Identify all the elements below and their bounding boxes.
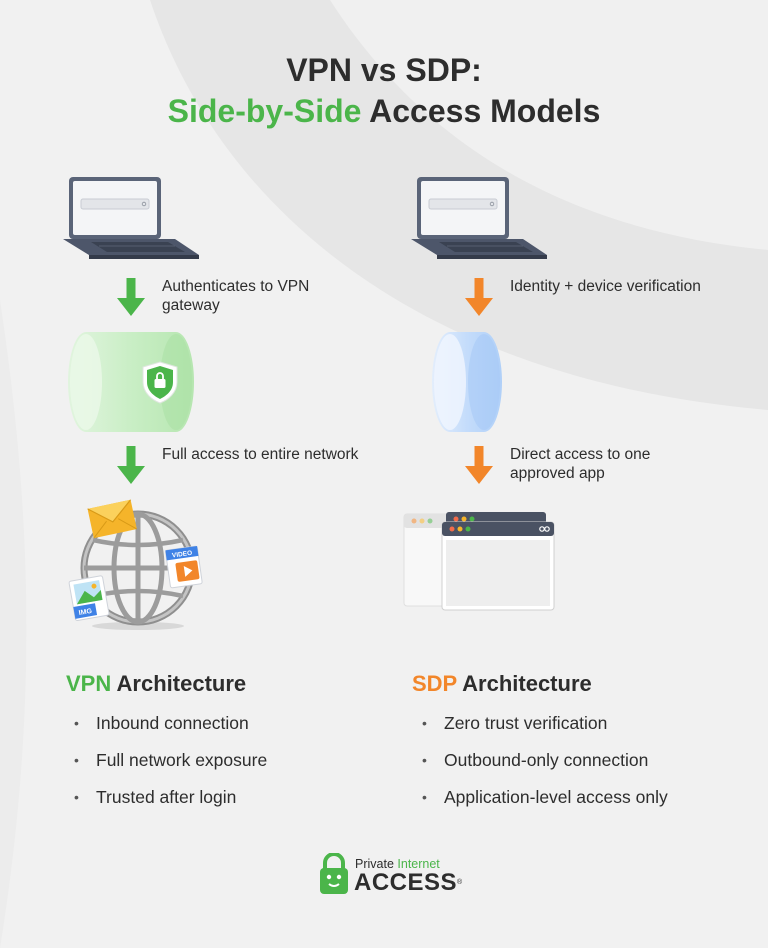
globe-network-graphic: VIDEO IMG <box>68 499 203 630</box>
sdp-column: Identity + device verification Direct ac… <box>384 0 768 948</box>
bullet-dot: • <box>422 752 427 768</box>
shield-lock-icon <box>142 361 178 404</box>
svg-text:VIDEO: VIDEO <box>172 550 193 560</box>
list-item: • Inbound connection <box>74 711 267 748</box>
laptop-icon <box>411 177 547 259</box>
bullet-text: Inbound connection <box>96 713 249 733</box>
sdp-bullet-list: • Zero trust verification • Outbound-only … <box>422 711 668 822</box>
list-item: • Full network exposure <box>74 748 267 785</box>
arrow-down-icon <box>465 278 493 316</box>
page-title: VPN vs SDP: Side-by-Side Access Models <box>0 50 768 132</box>
bullet-dot: • <box>74 789 79 805</box>
title-rest: Access Models <box>369 93 601 129</box>
logo-word-private: Private <box>355 857 394 871</box>
bullet-dot: • <box>422 715 427 731</box>
bullet-dot: • <box>74 752 79 768</box>
heading-rest: Architecture <box>116 671 247 696</box>
bullet-dot: • <box>422 789 427 805</box>
heading-rest: Architecture <box>462 671 592 696</box>
bullet-text: Outbound-only connection <box>444 750 649 770</box>
vpn-tunnel <box>68 332 194 432</box>
logo-tagline: Private Internet <box>355 857 440 871</box>
logo-lock-icon <box>320 853 348 894</box>
sdp-architecture-heading: SDP Architecture <box>412 670 592 698</box>
sdp-tunnel <box>432 332 502 432</box>
browser-window-icon <box>441 512 555 611</box>
title-highlight: Side-by-Side <box>167 93 362 129</box>
laptop-icon <box>63 177 199 259</box>
list-item: • Outbound-only connection <box>422 748 668 785</box>
video-file-icon: VIDEO <box>165 545 203 589</box>
sdp-step-verification: Identity + device verification <box>510 278 701 295</box>
pia-logo: Private Internet ACCESS® <box>318 853 468 899</box>
logo-word-access: ACCESS <box>354 869 458 896</box>
arrow-down-icon <box>117 446 145 484</box>
logo-registered: ® <box>457 879 463 886</box>
bullet-text: Trusted after login <box>96 787 237 807</box>
vpn-architecture-heading: VPN Architecture <box>66 670 246 698</box>
arrow-down-icon <box>465 446 493 484</box>
bullet-text: Application-level access only <box>444 787 668 807</box>
browser-windows-graphic <box>403 512 555 611</box>
envelope-icon <box>87 499 138 539</box>
sdp-step-direct-access: Direct access to one approved app <box>510 446 651 482</box>
logo-wordmark: ACCESS® <box>354 870 463 896</box>
vpn-column: Authenticates to VPN gateway <box>63 177 359 822</box>
bullet-text: Full network exposure <box>96 750 268 770</box>
arrow-down-icon <box>117 278 145 316</box>
title-line-2: Side-by-Side Access Models <box>0 90 768 132</box>
vpn-step-authenticate: Authenticates to VPN gateway <box>162 278 310 314</box>
heading-accent: VPN <box>66 671 112 696</box>
vpn-bullet-list: • Inbound connection • Full network exposu… <box>74 711 267 822</box>
vpn-step-full-access: Full access to entire network <box>162 446 359 463</box>
list-item: • Application-level access only <box>422 785 668 822</box>
heading-accent: SDP <box>412 671 457 696</box>
list-item: • Zero trust verification <box>422 711 668 748</box>
image-file-icon: IMG <box>68 575 110 622</box>
bullet-dot: • <box>74 715 79 731</box>
svg-text:IMG: IMG <box>78 608 93 617</box>
list-item: • Trusted after login <box>74 785 267 822</box>
bullet-text: Zero trust verification <box>444 713 608 733</box>
logo-word-internet: Internet <box>397 857 440 871</box>
title-line-1: VPN vs SDP: <box>286 52 482 88</box>
